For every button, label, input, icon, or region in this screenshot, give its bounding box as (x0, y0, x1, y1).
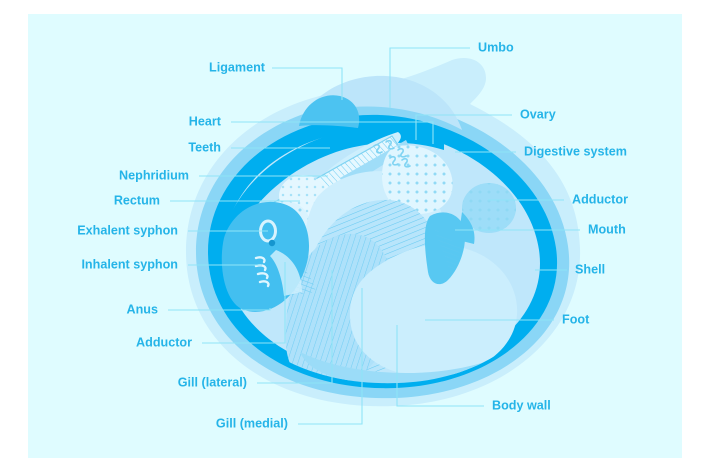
foot (349, 244, 518, 377)
umbo (300, 75, 462, 130)
leader-gill-medial (298, 288, 363, 425)
leader-gill-lateral (257, 270, 333, 384)
label-mouth[interactable]: Mouth (588, 222, 626, 236)
leader-lines (168, 47, 580, 425)
label-gill-lateral[interactable]: Gill (lateral) (178, 375, 247, 389)
label-teeth[interactable]: Teeth (188, 140, 221, 154)
label-body-wall[interactable]: Body wall (492, 398, 551, 412)
label-nephridium[interactable]: Nephridium (119, 168, 189, 182)
label-shell[interactable]: Shell (575, 262, 605, 276)
leader-adductor-left (202, 262, 286, 344)
mouth (424, 212, 466, 285)
leader-heart (231, 121, 434, 144)
anus (268, 239, 276, 247)
anterior-features (221, 201, 310, 312)
labels-left: Ligament Heart Teeth Nephridium Rectum E… (77, 60, 288, 430)
label-inhalent-syphon[interactable]: Inhalent syphon (81, 257, 178, 271)
leader-ovary (415, 114, 512, 140)
label-rectum[interactable]: Rectum (114, 193, 160, 207)
leader-anus (168, 308, 271, 311)
adductor-left (270, 250, 302, 296)
label-ovary[interactable]: Ovary (520, 107, 556, 121)
label-ligament[interactable]: Ligament (209, 60, 266, 74)
labels-right: Umbo Ovary Digestive system Adductor Mou… (478, 40, 628, 412)
label-foot[interactable]: Foot (562, 312, 590, 326)
label-exhalent-syphon[interactable]: Exhalent syphon (77, 223, 178, 237)
label-adductor-left[interactable]: Adductor (136, 335, 192, 349)
leader-body-wall (396, 325, 484, 407)
digestive-system (373, 139, 411, 168)
label-adductor-right[interactable]: Adductor (572, 192, 628, 206)
label-digestive-system[interactable]: Digestive system (524, 144, 627, 158)
label-umbo[interactable]: Umbo (478, 40, 514, 54)
leader-ligament (272, 67, 343, 100)
label-anus[interactable]: Anus (127, 302, 158, 316)
label-gill-medial[interactable]: Gill (medial) (216, 416, 288, 430)
inhalent-syphon (254, 256, 270, 288)
dorsal-band (224, 124, 444, 246)
leader-umbo (389, 47, 470, 108)
ligament (299, 95, 360, 128)
adductor-right (458, 183, 516, 244)
label-heart[interactable]: Heart (189, 114, 222, 128)
ovary (382, 145, 453, 214)
